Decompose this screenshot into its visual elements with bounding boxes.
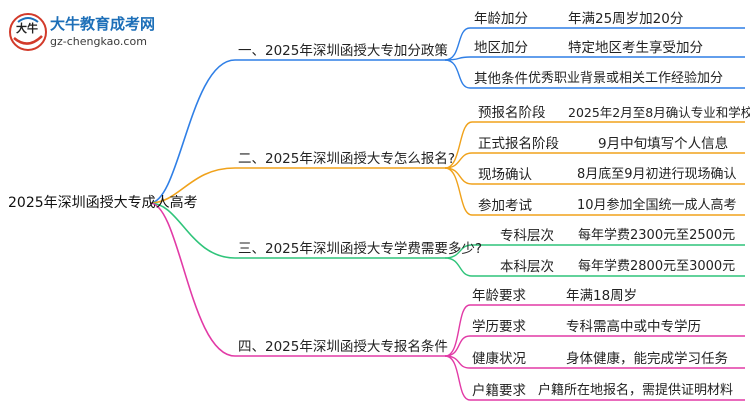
connector-root-branch-4 [149, 202, 445, 357]
branch-3-item-1: 专科层次 [500, 228, 554, 244]
branch-1-detail-1: 年满25周岁加20分 [568, 11, 684, 27]
branch-2-detail-2: 9月中旬填写个人信息 [598, 136, 729, 152]
connector-b4-c4 [444, 355, 745, 401]
branch-3-detail-1: 每年学费2300元至2500元 [578, 228, 736, 243]
branch-2-item-4: 参加考试 [478, 198, 532, 214]
connector-b2-c4 [444, 167, 745, 216]
branch-3-item-2: 本科层次 [500, 259, 554, 275]
connector-root-branch-3 [149, 202, 445, 259]
site-logo: 大牛 大牛教育成考网 gz-chengkao.com [8, 10, 208, 54]
connector-b4-c1 [444, 304, 745, 357]
branch-2-detail-3: 8月底至9月初进行现场确认 [577, 167, 737, 182]
branch-1-label: 一、2025年深圳函授大专加分政策 [238, 43, 448, 59]
branch-2-item-3: 现场确认 [478, 167, 532, 183]
branch-2-detail-1: 2025年2月至8月确认专业和学校 [568, 105, 750, 120]
logo-url: gz-chengkao.com [50, 35, 147, 48]
branch-4-detail-2: 专科需高中或中专学历 [566, 319, 701, 335]
branch-2-detail-4: 10月参加全国统一成人高考 [577, 198, 737, 213]
connector-root-branch-2 [149, 167, 445, 204]
branch-2-item-2: 正式报名阶段 [478, 136, 559, 152]
branch-4-item-3: 健康状况 [472, 351, 526, 367]
branch-2-item-1: 预报名阶段 [478, 105, 546, 121]
logo-badge-icon [9, 13, 47, 51]
branch-3-label: 三、2025年深圳函授大专学费需要多少? [238, 241, 483, 257]
logo-title: 大牛教育成考网 [50, 15, 156, 33]
connector-b2-c1 [444, 121, 745, 169]
branch-4-label: 四、2025年深圳函授大专报名条件 [238, 339, 448, 355]
root-node: 2025年深圳函授大专成人高考 [8, 195, 198, 211]
branch-4-detail-3: 身体健康，能完成学习任务 [566, 351, 728, 367]
connector-b4-c2 [444, 335, 745, 357]
branch-4-item-1: 年龄要求 [472, 288, 526, 304]
branch-1-item-1: 年龄加分 [474, 11, 528, 27]
connector-b3-c2 [444, 257, 745, 277]
branch-1-detail-2: 特定地区考生享受加分 [568, 40, 703, 56]
connector-root-branch-1 [149, 59, 445, 204]
connector-b1-c3 [444, 59, 745, 89]
branch-4-item-4: 户籍要求 [472, 383, 526, 399]
connector-b1-c1 [444, 27, 745, 61]
connector-b3-c1 [444, 244, 745, 259]
branch-4-detail-1: 年满18周岁 [566, 288, 638, 304]
connector-b1-c2 [444, 56, 745, 61]
branch-4-detail-4: 户籍所在地报名，需提供证明材料 [538, 383, 734, 398]
connector-b2-c2 [444, 152, 745, 169]
branch-1-item-2: 地区加分 [474, 40, 528, 56]
branch-4-item-2: 学历要求 [472, 319, 526, 335]
branch-1-detail-3: 优秀职业背景或相关工作经验加分 [528, 71, 724, 86]
branch-3-detail-2: 每年学费2800元至3000元 [578, 259, 736, 274]
branch-1-item-3: 其他条件 [474, 71, 528, 87]
logo-mark-text: 大牛 [16, 22, 38, 35]
connector-b4-c3 [444, 355, 745, 369]
branch-2-label: 二、2025年深圳函授大专怎么报名? [238, 151, 456, 167]
